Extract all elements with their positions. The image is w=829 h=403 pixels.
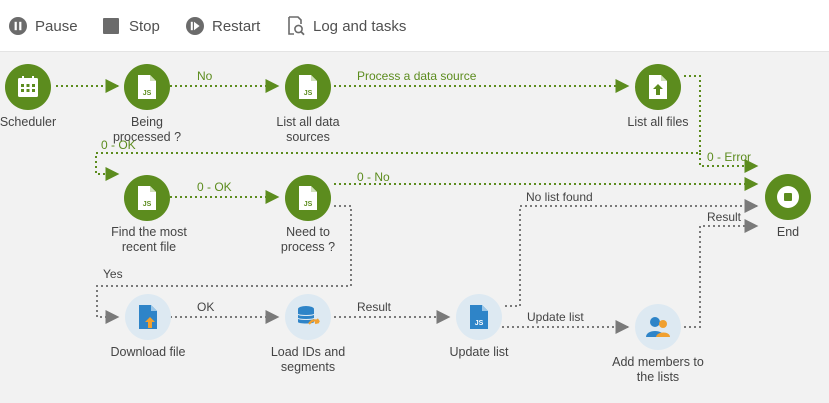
list-data-sources-node[interactable]: JS: [285, 64, 331, 110]
add-members-node[interactable]: [635, 304, 681, 350]
transition-result-end: Result: [707, 210, 742, 224]
transition-0-no: 0 - No: [357, 170, 390, 184]
log-search-icon: [288, 16, 305, 36]
end-node[interactable]: [765, 174, 811, 220]
log-label: Log and tasks: [313, 17, 407, 35]
transition-0-error: 0 - Error: [707, 150, 752, 164]
transition-result-load: Result: [357, 300, 392, 314]
js-file-icon: JS: [138, 75, 156, 99]
js-file-icon: JS: [470, 305, 488, 329]
stop-button[interactable]: Stop: [103, 14, 160, 38]
update-list-label: Update list: [449, 345, 509, 359]
scheduler-label: Scheduler: [0, 115, 57, 129]
log-and-tasks-button[interactable]: Log and tasks: [287, 14, 406, 38]
file-download-icon: [139, 305, 157, 329]
pause-icon: [9, 17, 27, 35]
restart-button[interactable]: Restart: [186, 14, 260, 38]
users-icon: [646, 317, 670, 337]
svg-text:JS: JS: [143, 90, 152, 97]
download-file-label: Download file: [110, 345, 186, 359]
stop-icon: [103, 18, 119, 34]
transition-no-list-found: No list found: [526, 190, 593, 204]
download-file-node[interactable]: [125, 294, 171, 340]
pause-button[interactable]: Pause: [9, 14, 78, 38]
list-all-files-node[interactable]: [635, 64, 681, 110]
transition-0-ok-loop: 0 - OK: [101, 138, 136, 152]
restart-label: Restart: [212, 17, 261, 35]
workflow-toolbar: Pause Stop Restart Log and tasks: [0, 0, 829, 52]
scheduler-node[interactable]: [5, 64, 51, 110]
stop-label: Stop: [129, 17, 160, 35]
transition-lines: [56, 75, 759, 334]
transition-ok: OK: [197, 300, 215, 314]
svg-text:JS: JS: [304, 201, 313, 208]
stop-circle-icon: [777, 186, 799, 208]
being-processed-node[interactable]: JS: [124, 64, 170, 110]
js-file-icon: JS: [299, 186, 317, 210]
transition-no: No: [197, 69, 213, 83]
js-file-icon: JS: [138, 186, 156, 210]
end-label: End: [776, 225, 800, 239]
database-load-icon: [297, 306, 320, 325]
update-list-node[interactable]: JS: [456, 294, 502, 340]
svg-text:JS: JS: [304, 90, 313, 97]
load-ids-node[interactable]: [285, 294, 331, 340]
svg-text:JS: JS: [143, 201, 152, 208]
calendar-icon: [18, 76, 38, 97]
js-file-icon: JS: [299, 75, 317, 99]
transition-process-source: Process a data source: [357, 69, 477, 83]
restart-icon: [186, 17, 204, 35]
pause-label: Pause: [35, 17, 78, 35]
svg-text:JS: JS: [475, 320, 484, 327]
find-recent-file-node[interactable]: JS: [124, 175, 170, 221]
transition-update-list: Update list: [527, 310, 584, 324]
file-upload-icon: [649, 75, 667, 99]
transition-yes: Yes: [103, 267, 123, 281]
transition-0-ok: 0 - OK: [197, 180, 232, 194]
need-to-process-node[interactable]: JS: [285, 175, 331, 221]
list-all-files-label: List all files: [627, 115, 689, 129]
